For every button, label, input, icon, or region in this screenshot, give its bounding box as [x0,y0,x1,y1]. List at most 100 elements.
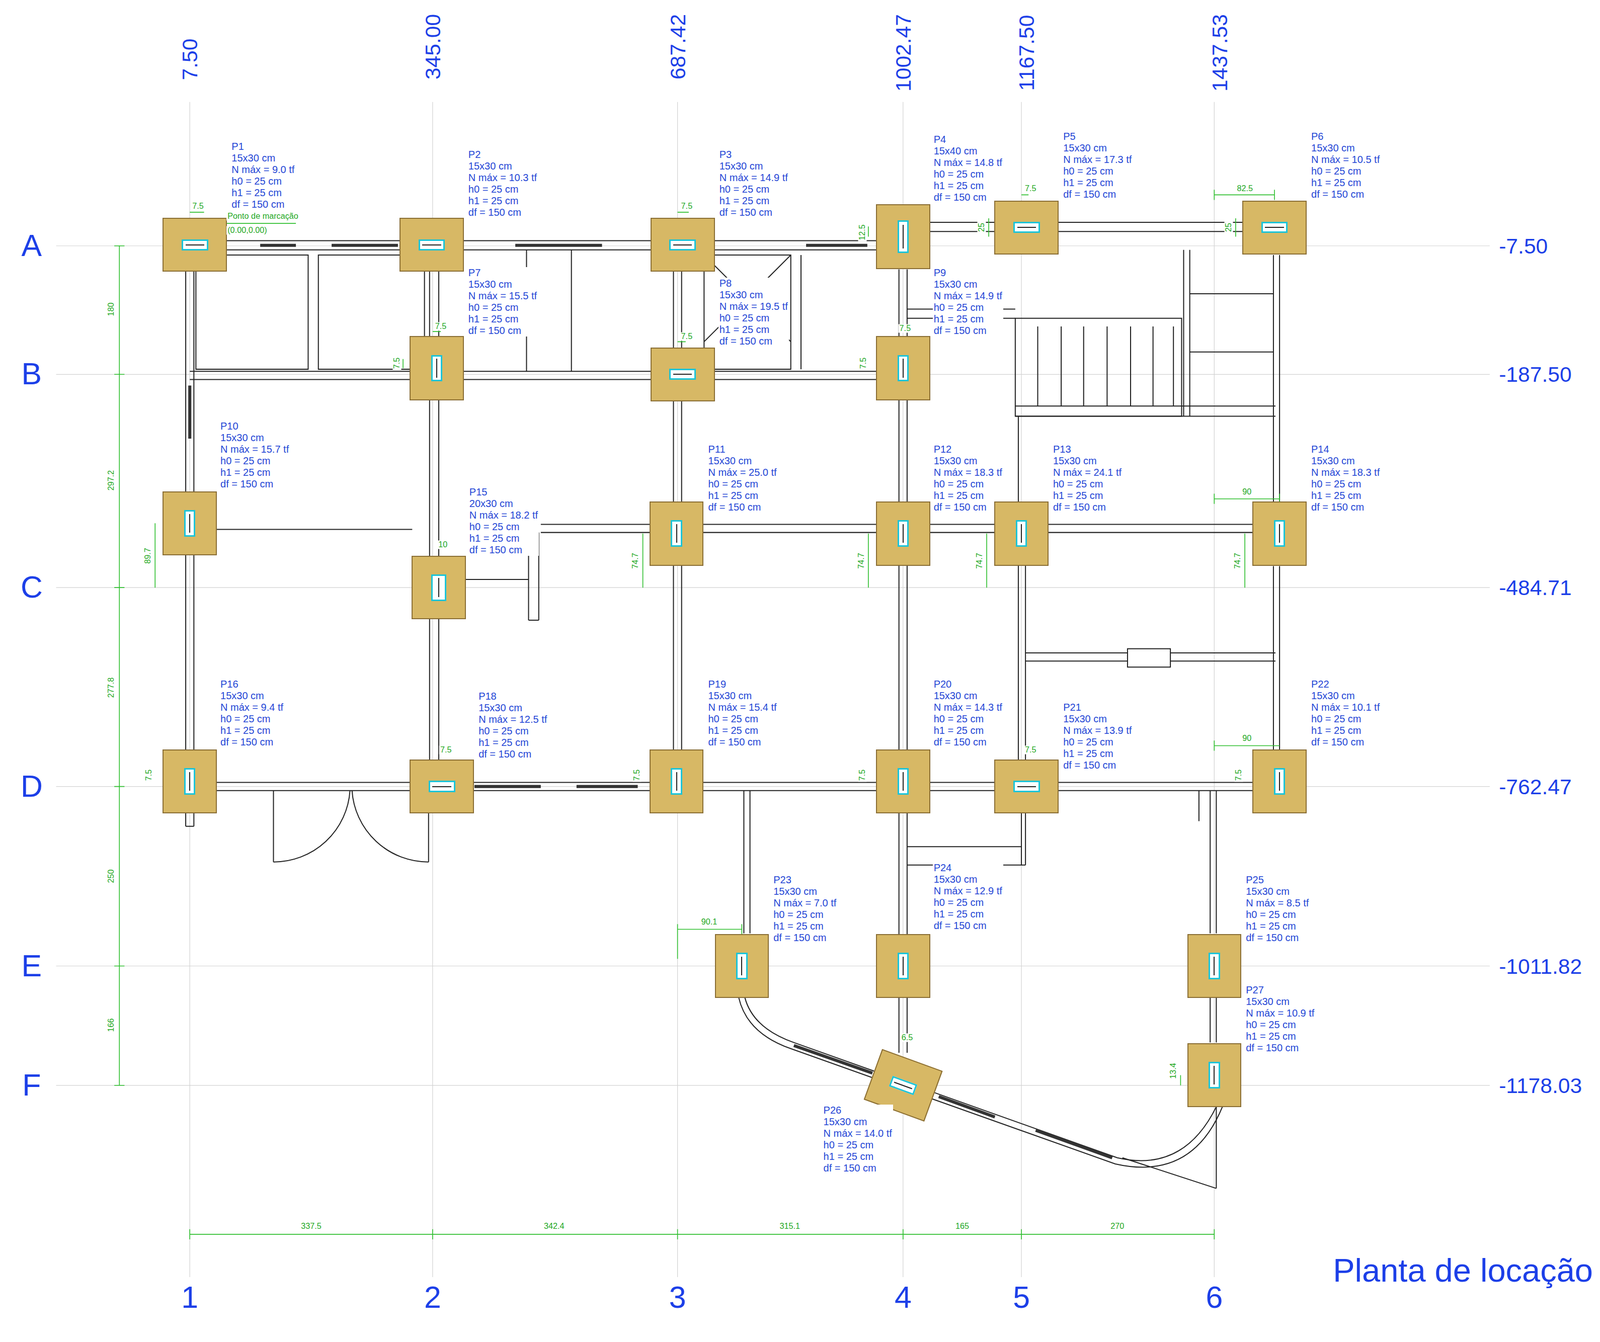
text-line: h1 = 25 cm [1311,490,1380,502]
column-section [418,239,446,251]
text-line: 15x30 cm [823,1116,893,1129]
column-section [181,239,209,251]
dimension-label: Ponto de marcação [226,211,300,221]
text-line: P9 [933,267,1003,279]
text-line: N máx = 9.0 tf [231,164,295,176]
pillar-footing: P25 15x30 cm N máx = 8.5 tf h0 = 25 cm h… [1187,934,1242,999]
pillar-footing: P1 15x30 cm N máx = 9.0 tf h0 = 25 cm h1… [162,217,227,272]
column-section [1273,520,1286,547]
text-line: 15x30 cm [1063,713,1132,726]
section-axis [185,244,205,246]
grid-label: 4 [893,1282,913,1315]
text-line: h0 = 25 cm [220,455,289,467]
text-line: 15x30 cm [933,690,1003,702]
dimension-label: 342.4 [542,1222,566,1231]
text-line: df = 150 cm [468,325,537,337]
grid-label: A [20,229,44,263]
text-line: 15x30 cm [707,455,777,467]
pillar-footing: P12 15x30 cm N máx = 18.3 tf h0 = 25 cm … [875,501,930,567]
pillar-footing: P6 15x30 cm N máx = 10.5 tf h0 = 25 cm h… [1242,200,1307,255]
column-section [1013,780,1040,792]
grid-label: 1 [180,1282,200,1315]
column-section [431,574,447,602]
text-line: 15x30 cm [220,690,284,702]
grid-label: 7.50 [178,37,202,82]
dimension-label: (0.00,0.00) [226,226,268,235]
text-line: h0 = 25 cm [220,713,284,726]
text-line: P5 [1063,130,1132,143]
footing-block [994,200,1059,255]
text-line: df = 150 cm [707,736,777,749]
column-section [897,355,909,382]
pillar-spec: P26 15x30 cm N máx = 14.0 tf h0 = 25 cm … [822,1104,894,1175]
dimension-label: 90.1 [700,918,719,927]
text-line: df = 150 cm [478,748,547,761]
text-line: P7 [468,267,537,279]
text-line: P13 [1053,443,1122,456]
pillar-spec: P13 15x30 cm N máx = 24.1 tf h0 = 25 cm … [1052,443,1123,514]
pillar-footing: P7 15x30 cm N máx = 15.5 tf h0 = 25 cm h… [409,336,464,401]
text-line: N máx = 17.3 tf [1063,153,1132,166]
section-axis [189,772,191,791]
section-axis [902,524,904,543]
text-line: h1 = 25 cm [773,920,837,933]
section-axis [189,514,191,533]
dimension-label: 74.7 [631,552,640,571]
footing-block [649,501,704,567]
text-line: h0 = 25 cm [1063,165,1132,178]
text-line: h1 = 25 cm [719,195,788,207]
grid-label: -762.47 [1497,775,1573,798]
column-section [888,1075,918,1096]
column-section [897,768,909,795]
grid-label: -187.50 [1497,363,1573,386]
dimension-label: 7.5 [144,768,154,783]
dimension-label: 90 [1241,487,1253,497]
text-line: 15x30 cm [1245,996,1315,1008]
text-line: 20x30 cm [469,498,538,510]
pillar-spec: P16 15x30 cm N máx = 9.4 tf h0 = 25 cm h… [219,678,285,749]
pillar-spec: P25 15x30 cm N máx = 8.5 tf h0 = 25 cm h… [1244,874,1310,944]
text-line: h1 = 25 cm [231,187,295,199]
grid-label: 6 [1204,1282,1224,1315]
section-axis [438,578,440,597]
text-line: P23 [773,874,837,887]
column-section [897,520,909,547]
text-line: h0 = 25 cm [933,478,1003,491]
dimension-label: 7.5 [191,201,205,211]
drawing-title: Planta de locação [1332,1252,1593,1290]
dimension-label: 7.5 [680,201,694,211]
pillar-spec: P22 15x30 cm N máx = 10.1 tf h0 = 25 cm … [1310,678,1381,749]
grid-label: 5 [1011,1282,1031,1315]
pillar-spec: P20 15x30 cm N máx = 14.3 tf h0 = 25 cm … [932,678,1004,749]
dimension-label: 7.5 [858,356,868,371]
text-line: h1 = 25 cm [707,490,777,502]
pillar-spec: P15 20x30 cm N máx = 18.2 tf h0 = 25 cm … [468,486,539,556]
text-line: df = 150 cm [1063,188,1132,201]
dimension-label: 7.5 [898,324,913,334]
footing-block [714,934,769,999]
text-line: h0 = 25 cm [933,168,1003,181]
column-section [1208,1062,1220,1089]
dimension-label: 315.1 [778,1222,802,1231]
footing-block [411,555,466,620]
dimension-label: 74.7 [856,552,866,571]
text-line: df = 150 cm [1311,188,1380,201]
pillar-spec: P12 15x30 cm N máx = 18.3 tf h0 = 25 cm … [932,443,1004,514]
pillar-footing: P5 15x30 cm N máx = 17.3 tf h0 = 25 cm h… [994,200,1059,255]
text-line: N máx = 18.3 tf [933,466,1003,479]
text-line: N máx = 10.9 tf [1245,1007,1315,1020]
text-line: h1 = 25 cm [220,466,289,479]
section-axis [432,786,451,788]
text-line: h0 = 25 cm [823,1139,893,1152]
text-line: h0 = 25 cm [469,521,538,533]
grid-label: 1437.53 [1208,13,1231,93]
pillar-spec: P3 15x30 cm N máx = 14.9 tf h0 = 25 cm h… [718,148,789,219]
text-line: N máx = 18.3 tf [1311,466,1380,479]
text-line: h1 = 25 cm [933,908,1003,921]
dimension-label: 7.5 [392,356,402,371]
column-section [1261,221,1289,233]
pillar-footing: P8 15x30 cm N máx = 19.5 tf h0 = 25 cm h… [650,347,715,402]
dimension-label: 7.5 [632,768,642,783]
pillar-spec: P1 15x30 cm N máx = 9.0 tf h0 = 25 cm h1… [230,140,296,211]
text-line: h1 = 25 cm [468,313,537,326]
